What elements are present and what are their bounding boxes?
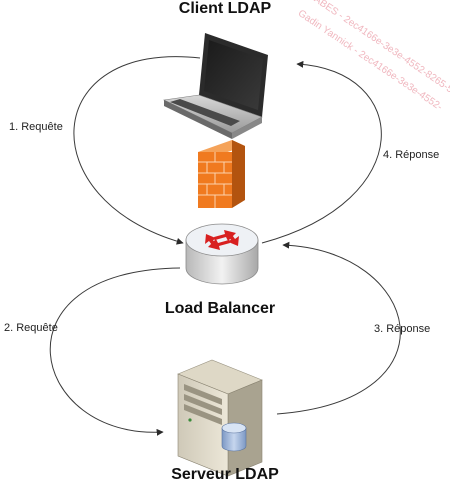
server-icon <box>177 359 263 477</box>
edge-label-request-2: 2. Requête <box>4 322 58 334</box>
load-balancer-label: Load Balancer <box>164 300 276 317</box>
edge-label-response-3: 3. Réponse <box>374 323 431 335</box>
firewall-icon <box>198 140 245 208</box>
arrow-request-2 <box>49 267 181 436</box>
serveur-ldap-label: Serveur LDAP <box>171 466 279 483</box>
arrow-response-4 <box>261 60 382 244</box>
laptop-icon <box>162 33 268 139</box>
client-ldap-label: Client LDAP <box>178 0 272 17</box>
edge-label-response-4: 4. Réponse <box>383 149 440 161</box>
router-icon <box>185 223 259 285</box>
arrow-response-3 <box>276 241 401 415</box>
arrow-request-1 <box>73 56 201 245</box>
edge-label-request-1: 1. Requête <box>9 121 63 133</box>
